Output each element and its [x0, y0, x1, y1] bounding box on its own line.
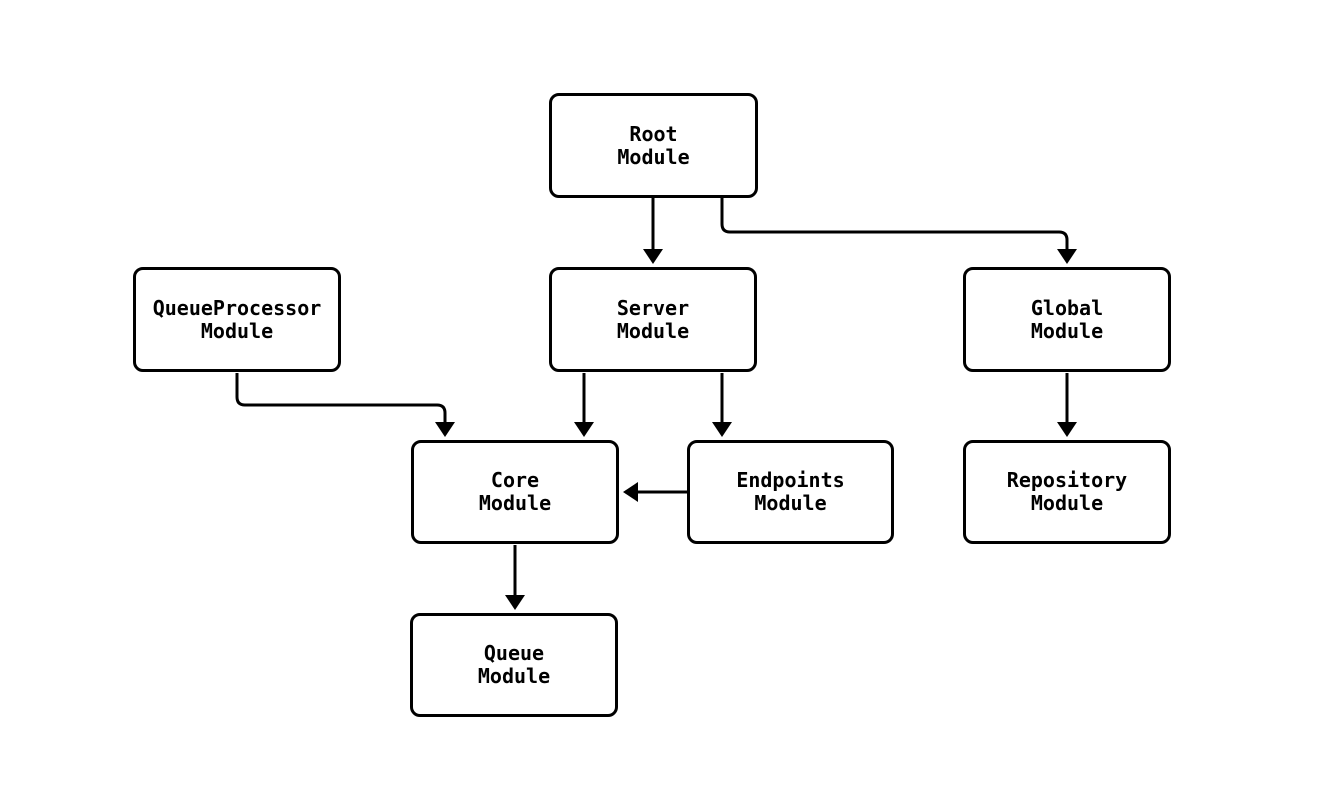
node-label-line: Repository: [1006, 468, 1128, 492]
node-label-line: Global: [1030, 295, 1104, 320]
node-label-line: QueueProcessor: [152, 295, 322, 320]
node-label-line: Queue: [483, 641, 545, 665]
node-label-line: Module: [478, 491, 552, 515]
node-label-line: Module: [617, 144, 690, 169]
edge-root-module-to-global-module: [720, 198, 1077, 264]
node-label-line: Module: [754, 491, 827, 515]
edge-queueprocessor-module-to-core-module: [235, 373, 455, 437]
node-label-line: Module: [1030, 318, 1104, 343]
node-label-line: Root: [629, 121, 678, 146]
node-label-line: Server: [616, 295, 690, 320]
node-label-line: Module: [477, 664, 551, 688]
node-label-line: Module: [200, 318, 274, 343]
node-label-line: Module: [616, 318, 690, 343]
node-label-line: Core: [490, 468, 540, 492]
node-label-line: Endpoints: [736, 468, 845, 492]
node-label-line: Module: [1030, 491, 1104, 515]
